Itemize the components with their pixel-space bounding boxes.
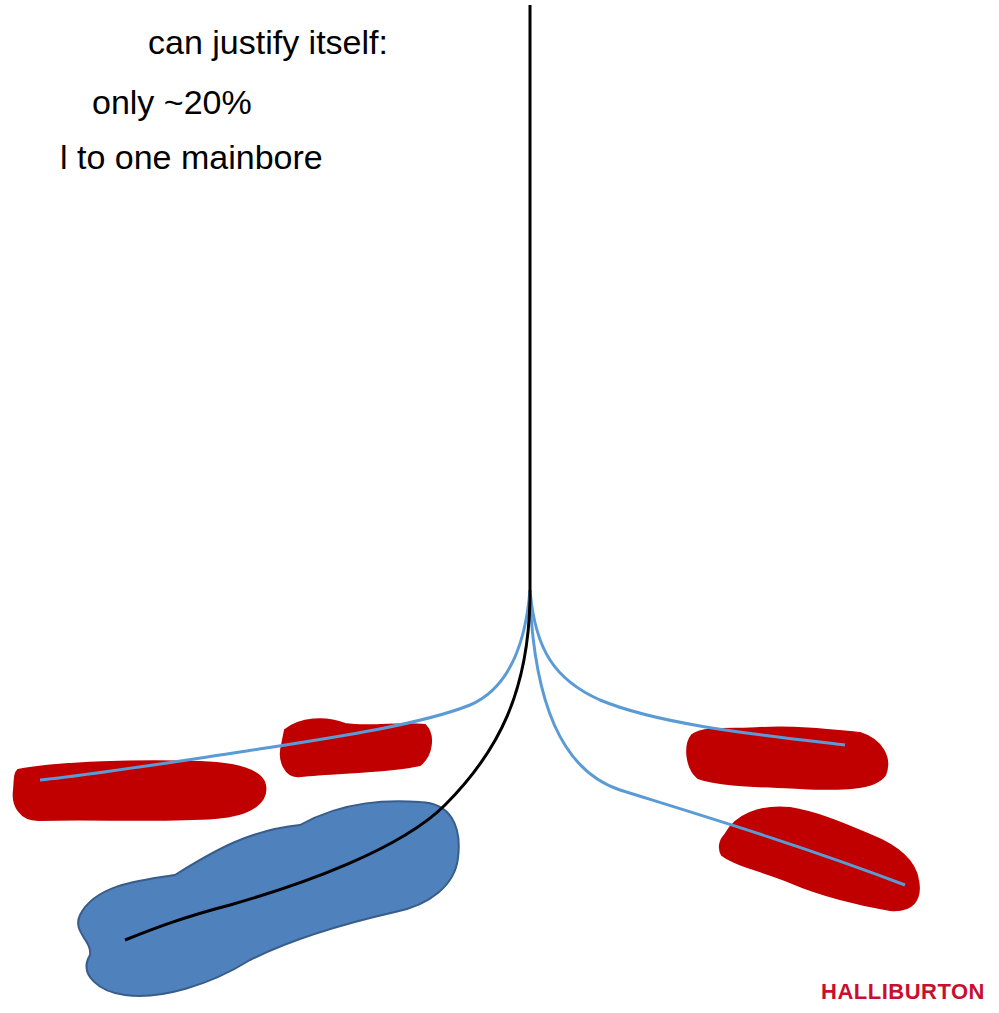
lateral-wellbore bbox=[530, 600, 905, 885]
company-logo: HALLIBURTON bbox=[821, 980, 985, 1004]
lateral-target bbox=[720, 807, 919, 910]
slide-text: only ~20% bbox=[92, 84, 252, 121]
lateral-wellbore bbox=[530, 590, 845, 745]
lateral-wellbore bbox=[40, 590, 530, 780]
slide-text: l to one mainbore bbox=[60, 139, 323, 176]
lateral-target bbox=[281, 719, 431, 776]
main-reservoir bbox=[78, 801, 459, 996]
lateral-target bbox=[14, 761, 266, 820]
slide-text: can justify itself: bbox=[148, 24, 388, 61]
